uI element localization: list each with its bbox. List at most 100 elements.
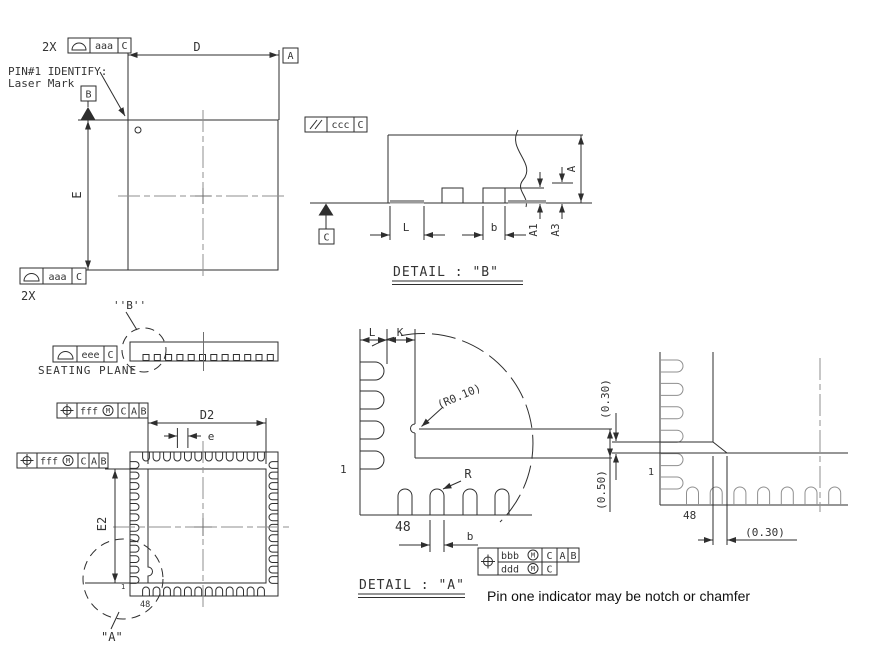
svg-text:K: K (397, 326, 404, 339)
svg-text:R: R (464, 467, 472, 481)
mmc-modifier-icon (527, 563, 539, 574)
detail-a-view: L K (R0.10) R (0.50) b 1 48 (340, 326, 613, 598)
tolerance-value: fff (40, 457, 58, 468)
side-view: ''B'' eee C SEATING PLANE (38, 299, 279, 377)
svg-text:A: A (91, 457, 97, 468)
exposed-pad-outline (147, 468, 267, 584)
bottom-view: fff M C A B D2 e fff M C A (16, 402, 292, 644)
fcf-parallelism: ccc C (304, 116, 368, 133)
dim-A1: A1 (505, 172, 544, 237)
datum-b: B (80, 85, 97, 120)
datum-a: A (282, 47, 299, 64)
svg-text:(0.30): (0.30) (599, 379, 612, 419)
dim-chamfer-vertical: (0.30) (599, 379, 619, 480)
svg-text:E2: E2 (95, 517, 109, 531)
tolerance-value: aaa (95, 41, 113, 52)
svg-text:C: C (546, 565, 552, 576)
terminal-section (482, 187, 506, 204)
dim-D-label: D (193, 40, 200, 54)
side-view-terminals (142, 354, 274, 361)
corner-radius-callout: (R0.10) (421, 381, 483, 427)
dim-e-pitch: e (164, 428, 214, 448)
terminal-section (441, 187, 464, 204)
svg-text:D2: D2 (200, 408, 214, 422)
top-view: 2X aaa C D A PIN#1 IDENTIFY: Laser Mark … (8, 37, 299, 303)
fcf-position-d2: fff M C A B (56, 402, 149, 419)
detail-b-ref: ''B'' (113, 299, 146, 312)
svg-text:A: A (287, 51, 293, 62)
position-icon (481, 554, 495, 569)
svg-text:A3: A3 (549, 223, 562, 236)
svg-text:e: e (208, 430, 215, 443)
datum-ref: C (121, 41, 127, 52)
pin1-callout: PIN#1 IDENTIFY: Laser Mark (8, 65, 126, 117)
profile-surface-icon (71, 42, 87, 51)
terminal-land (390, 200, 424, 204)
dim-E2: E2 (85, 468, 148, 584)
detail-b-title: DETAIL : "B" (393, 265, 499, 280)
svg-text:B: B (100, 457, 106, 468)
tolerance-value: ccc (331, 120, 349, 131)
pin-one-indicator-note: Pin one indicator may be notch or chamfe… (487, 588, 750, 604)
detail-a-ref: "A" (101, 630, 123, 644)
corner-view: (0.30) (0.30) 1 48 (599, 352, 848, 545)
svg-text:C: C (323, 233, 329, 244)
svg-text:C: C (120, 407, 126, 418)
datum-ref: C (76, 272, 82, 283)
pin1-laser-mark-icon (134, 126, 142, 134)
detail-b-view: ccc C C L b A1 A3 (304, 116, 592, 285)
tolerance-value: ddd (501, 565, 519, 576)
mmc-letter: M (106, 407, 110, 415)
tolerance-value: bbb (501, 551, 519, 562)
pin48-number: 48 (395, 520, 411, 535)
dim-A3: A3 (549, 167, 573, 237)
detail-a-title: DETAIL : "A" (359, 578, 465, 593)
detail-a-boundary (82, 538, 164, 620)
mmc-modifier-icon (102, 405, 114, 416)
datum-triangle-icon (318, 203, 334, 216)
dim-050: (0.50) (595, 429, 613, 512)
svg-text:L: L (369, 326, 376, 339)
profile-surface-icon (23, 273, 40, 282)
exposed-pad-corner (410, 352, 612, 459)
detail-a-leads (359, 361, 510, 516)
svg-text:A: A (565, 165, 578, 172)
fcf-seating-plane: eee C (52, 345, 118, 363)
profile-surface-icon (57, 351, 74, 360)
package-bottom-outline (129, 451, 279, 597)
datum-ref: C (357, 120, 363, 131)
svg-text:A: A (131, 407, 137, 418)
qty-label: 2X (21, 289, 36, 303)
pin48-number: 48 (683, 509, 696, 522)
svg-text:(0.30): (0.30) (745, 526, 785, 539)
break-line (515, 129, 528, 208)
terminal-land (508, 200, 546, 204)
chamfer-edge (712, 441, 728, 454)
svg-text:C: C (546, 551, 552, 562)
svg-text:A1: A1 (527, 223, 540, 236)
svg-text:C: C (80, 457, 86, 468)
datum-triangle-icon (80, 107, 96, 120)
dim-A: A (565, 135, 584, 203)
svg-text:B: B (85, 90, 91, 101)
dim-D: D (127, 40, 280, 120)
dim-b: b (399, 520, 478, 552)
pad-chamfer-corner (612, 352, 848, 454)
svg-text:L: L (403, 221, 410, 234)
fcf-profile-bottom: aaa C (19, 267, 87, 285)
pin1-notch-icon (410, 423, 416, 434)
dim-E: E (70, 120, 91, 270)
mmc-modifier-icon (527, 549, 539, 561)
fcf-profile-top: aaa C (67, 37, 132, 54)
position-icon (20, 454, 34, 467)
dim-E-label: E (70, 191, 84, 198)
pin1-number: 1 (648, 467, 654, 478)
datum-ref: C (107, 350, 113, 361)
fcf-position-terminals: bbb M C A B ddd M C (477, 547, 580, 576)
svg-text:A: A (559, 551, 565, 562)
bottom-view-leads (129, 451, 279, 597)
mmc-letter: M (66, 457, 70, 465)
fcf-position-e2: fff M C A B (16, 452, 109, 469)
